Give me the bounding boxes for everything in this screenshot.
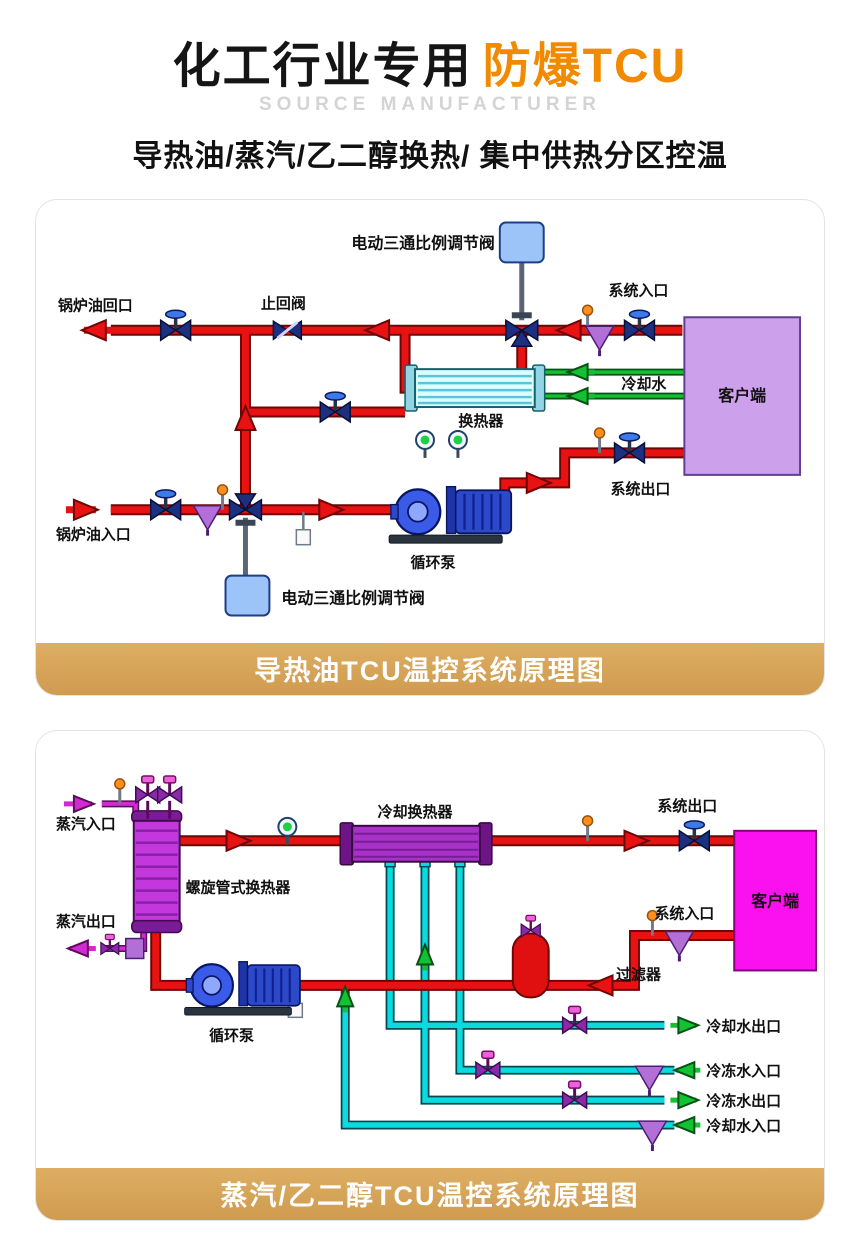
steam-trap-icon <box>125 937 145 959</box>
flow-arrows <box>63 794 702 1135</box>
water-pipes <box>345 862 674 1124</box>
heat-exchanger <box>404 364 546 412</box>
diagram1-labels: 锅炉油回口 止回阀 电动三通比例调节阀 系统入口 冷却水 换热器 客户端 系统出… <box>56 233 766 607</box>
label-motor-valve-bottom: 电动三通比例调节阀 <box>281 588 424 607</box>
drain-icon <box>295 528 312 546</box>
cooling-heat-exchanger <box>339 821 493 868</box>
label-heat-exchanger: 换热器 <box>458 412 504 430</box>
label-boiler-oil-return: 锅炉油回口 <box>58 296 133 314</box>
diagram2-caption-bar: 蒸汽/乙二醇TCU温控系统原理图 <box>36 1167 824 1220</box>
steam-inlet-fittings <box>113 774 184 819</box>
gauge-icon <box>447 429 469 460</box>
label-system-inlet: 系统入口 <box>609 281 669 299</box>
label-cooling-water-in: 冷却水入口 <box>706 1117 781 1135</box>
filter-icon <box>636 1119 668 1153</box>
filter-icon <box>584 324 616 358</box>
label-cooling-water: 冷却水 <box>622 375 668 393</box>
label-chilled-water-in: 冷冻水入口 <box>706 1062 781 1080</box>
label-client: 客户端 <box>751 891 799 910</box>
flow-arrows <box>65 318 595 521</box>
diagram1-caption: 导热油TCU温控系统原理图 <box>254 656 606 687</box>
tagline: 导热油/蒸汽/乙二醇换热/ 集中供热分区控温 <box>132 139 728 173</box>
diagram1-caption-bar: 导热油TCU温控系统原理图 <box>36 642 824 695</box>
three-way-valve-icon <box>228 492 263 521</box>
label-cooling-hx: 冷却换热器 <box>378 803 454 821</box>
filter-icon <box>663 929 695 963</box>
circulation-pump-icon <box>183 960 301 1016</box>
label-pump: 循环泵 <box>411 553 456 571</box>
label-motor-valve-top: 电动三通比例调节阀 <box>351 233 494 252</box>
filter-icon <box>192 504 224 537</box>
valves-and-instruments <box>148 303 657 546</box>
motor-three-way-valve-bottom <box>224 492 271 617</box>
temp-sensor-icon <box>113 777 127 806</box>
label-steam-inlet: 蒸汽入口 <box>56 815 116 833</box>
gauge-icon <box>414 429 436 460</box>
label-steam-outlet: 蒸汽出口 <box>56 912 116 930</box>
page-header: 化工行业专用防爆TCU SOURCE MANUFACTURER 导热油/蒸汽/乙… <box>0 0 860 175</box>
steam-trap-assembly <box>99 932 145 959</box>
spiral-heat-exchanger <box>131 809 183 934</box>
label-system-outlet: 系统出口 <box>611 480 671 498</box>
diagram2-labels: 蒸汽入口 螺旋管式换热器 冷却换热器 系统出口 客户端 系统入口 蒸汽出口 过滤… <box>56 797 799 1135</box>
steam-valve-icon <box>134 774 162 805</box>
vessel-icon <box>511 932 550 999</box>
three-way-valve-icon <box>505 319 539 347</box>
label-pump: 循环泵 <box>209 1026 254 1044</box>
hot-oil-pipes <box>111 330 685 510</box>
label-boiler-oil-inlet: 锅炉油入口 <box>56 525 131 543</box>
valve-actuator-icon <box>224 574 271 617</box>
motor-three-way-valve-top <box>498 221 545 347</box>
label-system-outlet: 系统出口 <box>657 797 717 815</box>
label-system-inlet: 系统入口 <box>654 904 714 922</box>
label-client: 客户端 <box>718 386 766 405</box>
diagram2-caption: 蒸汽/乙二醇TCU温控系统原理图 <box>220 1181 640 1212</box>
steam-glycol-diagram: 蒸汽入口 螺旋管式换热器 冷却换热器 系统出口 客户端 系统入口 蒸汽出口 过滤… <box>56 774 818 1153</box>
label-chilled-water-out: 冷冻水出口 <box>706 1092 781 1110</box>
label-check-valve: 止回阀 <box>261 294 306 312</box>
circulation-pump-icon <box>387 485 513 545</box>
label-spiral-hx: 螺旋管式换热器 <box>186 878 292 896</box>
check-valve-icon <box>271 319 303 341</box>
thermal-oil-diagram: 锅炉油回口 止回阀 电动三通比例调节阀 系统入口 冷却水 换热器 客户端 系统出… <box>56 221 802 617</box>
title-main: 化工行业专用 <box>172 40 473 93</box>
page-title: 化工行业专用防爆TCU <box>0 40 860 94</box>
subtitle: SOURCE MANUFACTURER <box>259 93 601 115</box>
filter-icon <box>633 1064 665 1098</box>
label-filter: 过滤器 <box>616 965 662 983</box>
client-box <box>683 316 802 476</box>
diagram-panel-steam-glycol: 蒸汽入口 螺旋管式换热器 冷却换热器 系统出口 客户端 系统入口 蒸汽出口 过滤… <box>35 729 825 1221</box>
client-box <box>733 829 818 972</box>
diagram-panel-thermal-oil: 锅炉油回口 止回阀 电动三通比例调节阀 系统入口 冷却水 换热器 客户端 系统出… <box>35 198 825 696</box>
label-cooling-water-out: 冷却水出口 <box>706 1017 781 1035</box>
steam-valve-icon <box>156 774 184 805</box>
title-accent: 防爆TCU <box>482 40 688 93</box>
expansion-vessel <box>511 913 550 999</box>
valve-actuator-icon <box>498 221 545 264</box>
